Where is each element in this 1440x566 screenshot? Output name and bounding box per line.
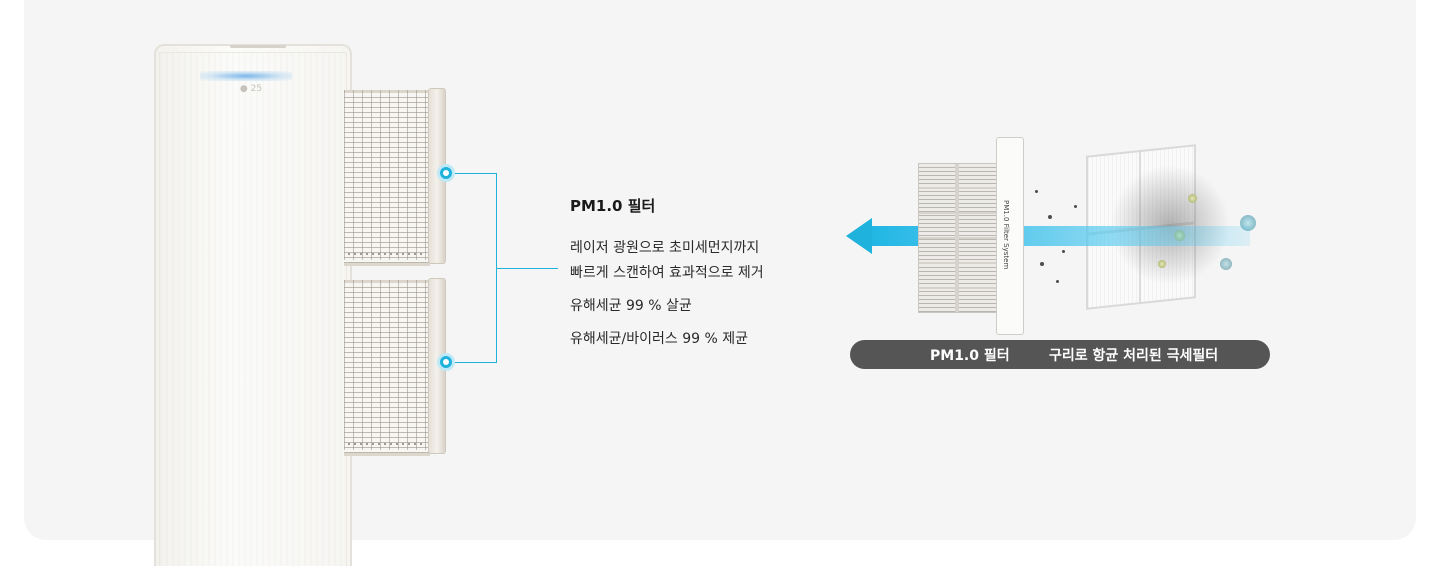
filter-description-2: 빠르게 스캔하여 효과적으로 제거 bbox=[570, 265, 764, 281]
filter-spec-2: 유해세균/바이러스 99 % 제균 bbox=[570, 331, 748, 347]
filter-title: PM1.0 필터 bbox=[570, 197, 656, 215]
label-copper-filter: 구리로 항균 처리된 극세필터 bbox=[1049, 348, 1219, 364]
filter-tray-upper bbox=[344, 88, 448, 266]
label-pm10-filter: PM1.0 필터 bbox=[930, 348, 1010, 364]
connector-line bbox=[455, 362, 496, 363]
filter-label-bar bbox=[850, 340, 1270, 369]
filter-spec-1: 유해세균 99 % 살균 bbox=[570, 298, 692, 314]
germ-icon bbox=[1188, 194, 1197, 203]
connector-line bbox=[455, 173, 496, 174]
pm10-filter-frame bbox=[996, 137, 1024, 335]
filter-description-1: 레이저 광원으로 초미세먼지까지 bbox=[570, 240, 760, 256]
air-purifier-tower bbox=[154, 44, 352, 566]
status-light bbox=[200, 71, 292, 81]
connector-line bbox=[496, 268, 558, 269]
hotspot-upper-filter[interactable] bbox=[437, 164, 455, 182]
device-display: ● 25 bbox=[239, 84, 263, 94]
dust-cloud bbox=[1110, 165, 1230, 285]
hotspot-lower-filter[interactable] bbox=[437, 353, 455, 371]
top-vent bbox=[230, 45, 286, 48]
virus-icon bbox=[1220, 258, 1232, 270]
germ-icon bbox=[1158, 260, 1166, 268]
front-grille bbox=[159, 52, 347, 566]
arrow-left-icon bbox=[846, 218, 872, 254]
filter-side-text: PM1.0 Filter System bbox=[1002, 200, 1010, 270]
pm10-filter-image bbox=[918, 163, 1002, 313]
filter-tray-lower bbox=[344, 278, 448, 456]
